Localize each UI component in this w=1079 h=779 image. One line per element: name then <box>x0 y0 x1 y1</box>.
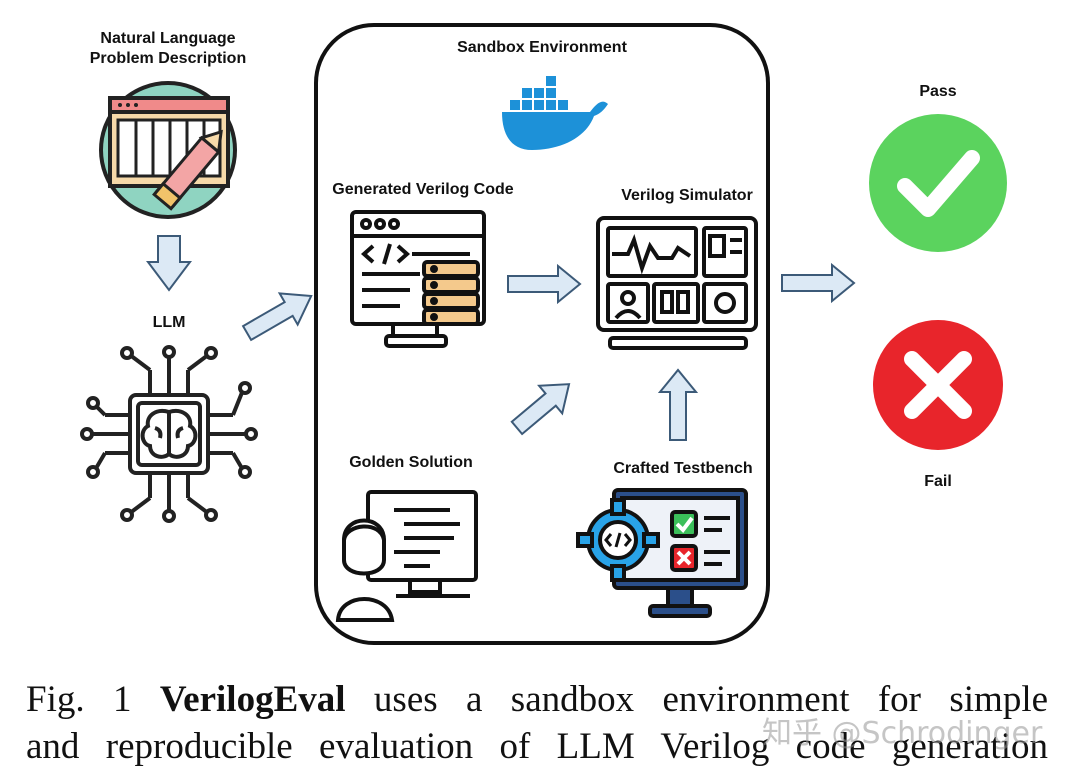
ai-chip-brain-icon <box>80 345 258 523</box>
cross-mark-icon <box>873 320 1003 450</box>
arrow-testbench-to-simulator <box>657 368 699 441</box>
arrow-down <box>146 235 192 292</box>
caption-bold-term: VerilogEval <box>159 679 346 720</box>
label-problem-line1: Natural Language <box>100 30 236 47</box>
sandbox-container <box>314 23 770 645</box>
label-simulator: Verilog Simulator <box>621 187 753 204</box>
docker-whale-icon <box>502 76 608 150</box>
label-pass: Pass <box>919 83 957 100</box>
label-golden: Golden Solution <box>349 454 473 471</box>
code-monitor-icon <box>350 210 486 348</box>
arrow-code-to-simulator <box>507 263 582 305</box>
caption-line1-rest: uses a sandbox environment for simple <box>373 679 1049 720</box>
document-pencil-icon <box>99 81 237 219</box>
developer-person-icon <box>335 490 478 622</box>
label-problem-line2: Problem Description <box>89 50 247 67</box>
caption-line-1: Fig. 1 VerilogEval uses a sandbox enviro… <box>26 676 1048 723</box>
figure-caption: Fig. 1 VerilogEval uses a sandbox enviro… <box>26 676 1048 770</box>
caption-line-2: and reproducible evaluation of LLM Veril… <box>26 726 1048 767</box>
label-sandbox: Sandbox Environment <box>457 39 627 56</box>
simulator-dashboard-icon <box>596 216 758 350</box>
arrow-sandbox-to-result <box>781 262 856 304</box>
check-mark-icon <box>869 114 1007 252</box>
testbench-gear-checklist-icon <box>576 488 748 618</box>
label-llm: LLM <box>152 314 186 331</box>
arrow-llm-to-sandbox <box>241 292 313 342</box>
label-generated-code: Generated Verilog Code <box>332 181 514 198</box>
watermark: 知乎 @Schrodinger <box>762 716 1043 751</box>
caption-fig-label: Fig. 1 <box>26 679 132 720</box>
label-testbench: Crafted Testbench <box>613 460 753 477</box>
arrow-golden-to-simulator <box>510 383 571 436</box>
label-fail: Fail <box>924 473 952 490</box>
